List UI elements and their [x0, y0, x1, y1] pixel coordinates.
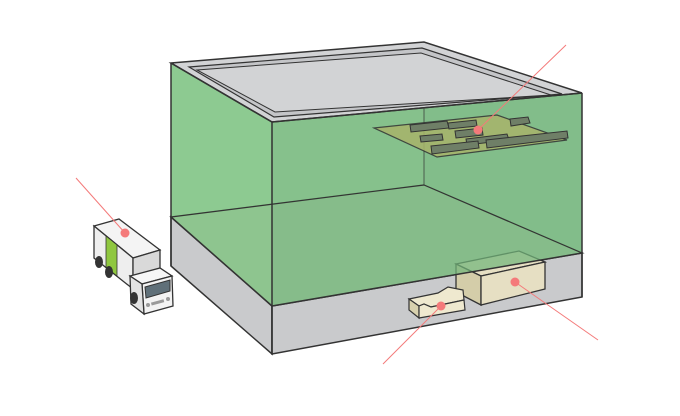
ceiling-equipment-rack — [371, 114, 569, 158]
roof-inner — [195, 52, 552, 113]
callout-line-machine — [514, 281, 599, 341]
callout-marker-machine — [510, 277, 520, 287]
callout-marker-rack — [473, 125, 483, 135]
callout-marker-cargo — [436, 301, 446, 311]
callout-line-truck — [75, 177, 126, 234]
building-edges — [170, 62, 583, 354]
callout-marker-truck — [120, 228, 130, 238]
callouts — [75, 44, 599, 365]
wall-front-left — [171, 63, 272, 306]
floor-cargo-box — [407, 286, 466, 320]
callout-line-cargo — [382, 305, 442, 365]
building-roof — [168, 41, 583, 123]
callout-line-rack — [477, 44, 567, 131]
delivery-truck — [92, 218, 174, 316]
